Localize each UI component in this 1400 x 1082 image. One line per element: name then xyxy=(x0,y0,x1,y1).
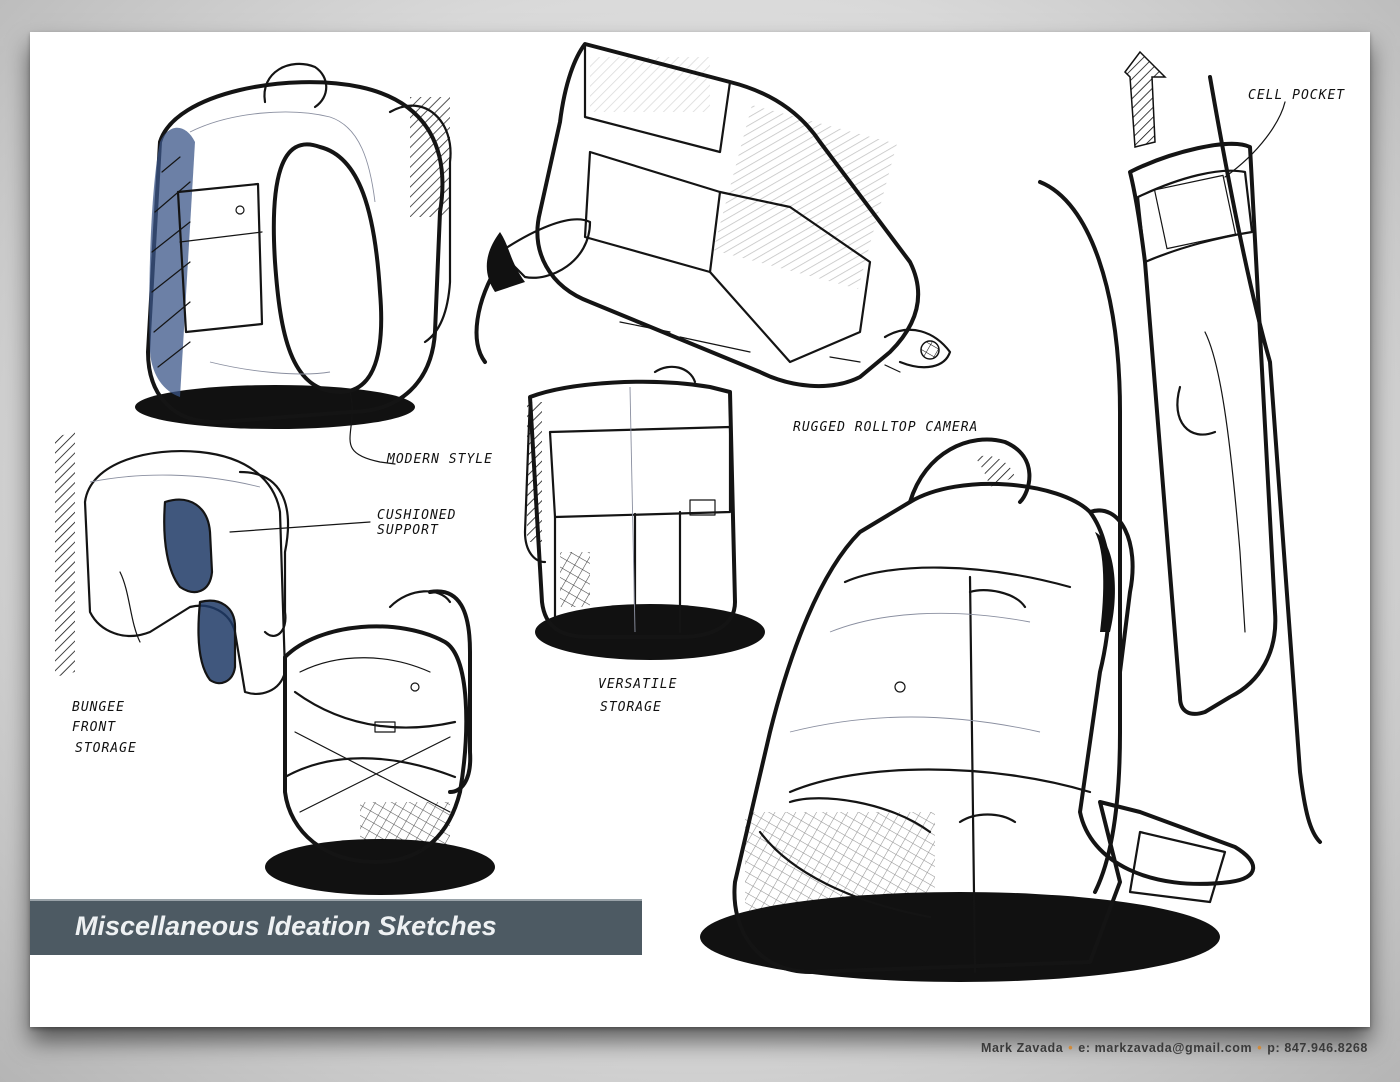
author-email: e: markzavada@gmail.com xyxy=(1078,1041,1253,1055)
annotation-versatile-storage: Storage xyxy=(600,700,662,715)
author-name: Mark Zavada xyxy=(980,1041,1064,1055)
annotation-support: Support xyxy=(377,523,439,538)
annotation-versatile: Versatile xyxy=(598,677,678,692)
annotation-front: Front xyxy=(72,720,117,735)
sketch-cushioned-support xyxy=(55,432,371,695)
title-banner: Miscellaneous Ideation Sketches xyxy=(30,899,642,955)
annotation-bungee: Bungee xyxy=(72,700,125,715)
annotation-modern-style: Modern Style xyxy=(387,452,493,467)
annotation-cushioned: Cushioned xyxy=(377,508,457,523)
contact-footer: Mark Zavada • e: markzavada@gmail.com • p: 8… xyxy=(981,1041,1368,1055)
sketch-versatile-storage xyxy=(700,437,1256,982)
page-title: Miscellaneous Ideation Sketches xyxy=(75,911,497,941)
separator-dot: • xyxy=(1257,1041,1263,1055)
sketch-cell-pocket-strap xyxy=(1038,50,1322,894)
sketch-bungee-front-storage xyxy=(265,589,495,895)
sketch-rugged-rolltop-camera xyxy=(474,42,952,388)
annotation-rugged-rolltop: Rugged Rolltop Camera xyxy=(793,420,979,435)
separator-dot: • xyxy=(1068,1041,1074,1055)
author-phone: p: 847.946.8268 xyxy=(1267,1041,1368,1055)
sketch-modern-style-backpack xyxy=(135,62,452,465)
sketch-sheet: Modern Style Rugged Rolltop Camera Cushi… xyxy=(30,32,1370,1027)
annotation-cell-pocket: Cell Pocket xyxy=(1248,88,1346,103)
sketch-center-backpack xyxy=(523,365,765,660)
annotation-storage: Storage xyxy=(75,741,137,756)
sketch-drawings xyxy=(55,42,1322,982)
